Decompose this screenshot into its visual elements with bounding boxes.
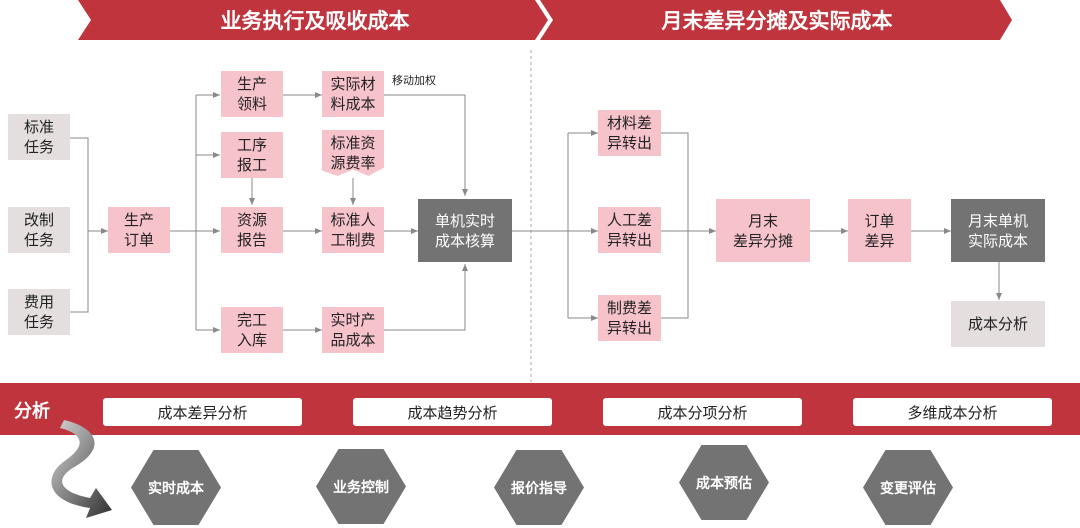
node-standard-labor-overhead: 标准人 工制费 (322, 207, 384, 253)
analysis-label: 分析 (14, 401, 50, 422)
task-expense: 费用 任务 (8, 289, 70, 335)
banner-right-title: 月末差异分摊及实际成本 (661, 9, 893, 33)
node-actual-product-cost: 实时产 品成本 (322, 307, 384, 353)
analysis-multidim-cost: 多维成本分析 (853, 398, 1052, 426)
analysis-cost-trend: 成本趋势分析 (353, 398, 552, 426)
task-modification: 改制 任务 (8, 207, 70, 253)
analysis-cost-itemized: 成本分项分析 (603, 398, 802, 426)
node-operation-report: 工序 报工 (221, 132, 283, 178)
node-order-variance: 订单 差异 (848, 199, 911, 262)
node-overhead-variance: 制费差 异转出 (598, 295, 661, 341)
node-completion-stock: 完工 入库 (221, 307, 283, 353)
curved-arrow-icon (51, 420, 112, 518)
node-month-end-actual-cost: 月末单机 实际成本 (951, 199, 1045, 262)
node-production-order: 生产 订单 (108, 207, 170, 253)
node-material-issue: 生产 领料 (221, 71, 283, 117)
feature-realtime-cost: 实时成本 (131, 450, 221, 525)
node-material-variance: 材料差 异转出 (598, 110, 661, 156)
node-month-end-allocation: 月末 差异分摊 (716, 199, 810, 262)
feature-quote-guidance: 报价指导 (494, 450, 584, 525)
analysis-cost-variance: 成本差异分析 (103, 398, 302, 426)
flow-connectors (70, 50, 1002, 382)
node-standard-resource-rate: 标准资 源费率 (322, 130, 384, 176)
node-actual-material-cost: 实际材 料成本 (322, 71, 384, 117)
node-cost-analysis: 成本分析 (951, 301, 1045, 347)
node-labor-variance: 人工差 异转出 (598, 207, 661, 253)
node-realtime-costing: 单机实时 成本核算 (418, 199, 512, 262)
banner-left-title: 业务执行及吸收成本 (220, 9, 410, 33)
node-resource-report: 资源 报告 (221, 207, 283, 253)
note-moving-average: 移动加权 (392, 74, 436, 87)
feature-cost-estimation: 成本预估 (679, 445, 769, 520)
header-banner-shapes (78, 0, 1012, 40)
task-standard: 标准 任务 (8, 114, 70, 160)
feature-business-control: 业务控制 (316, 449, 406, 524)
feature-change-evaluation: 变更评估 (863, 450, 953, 525)
